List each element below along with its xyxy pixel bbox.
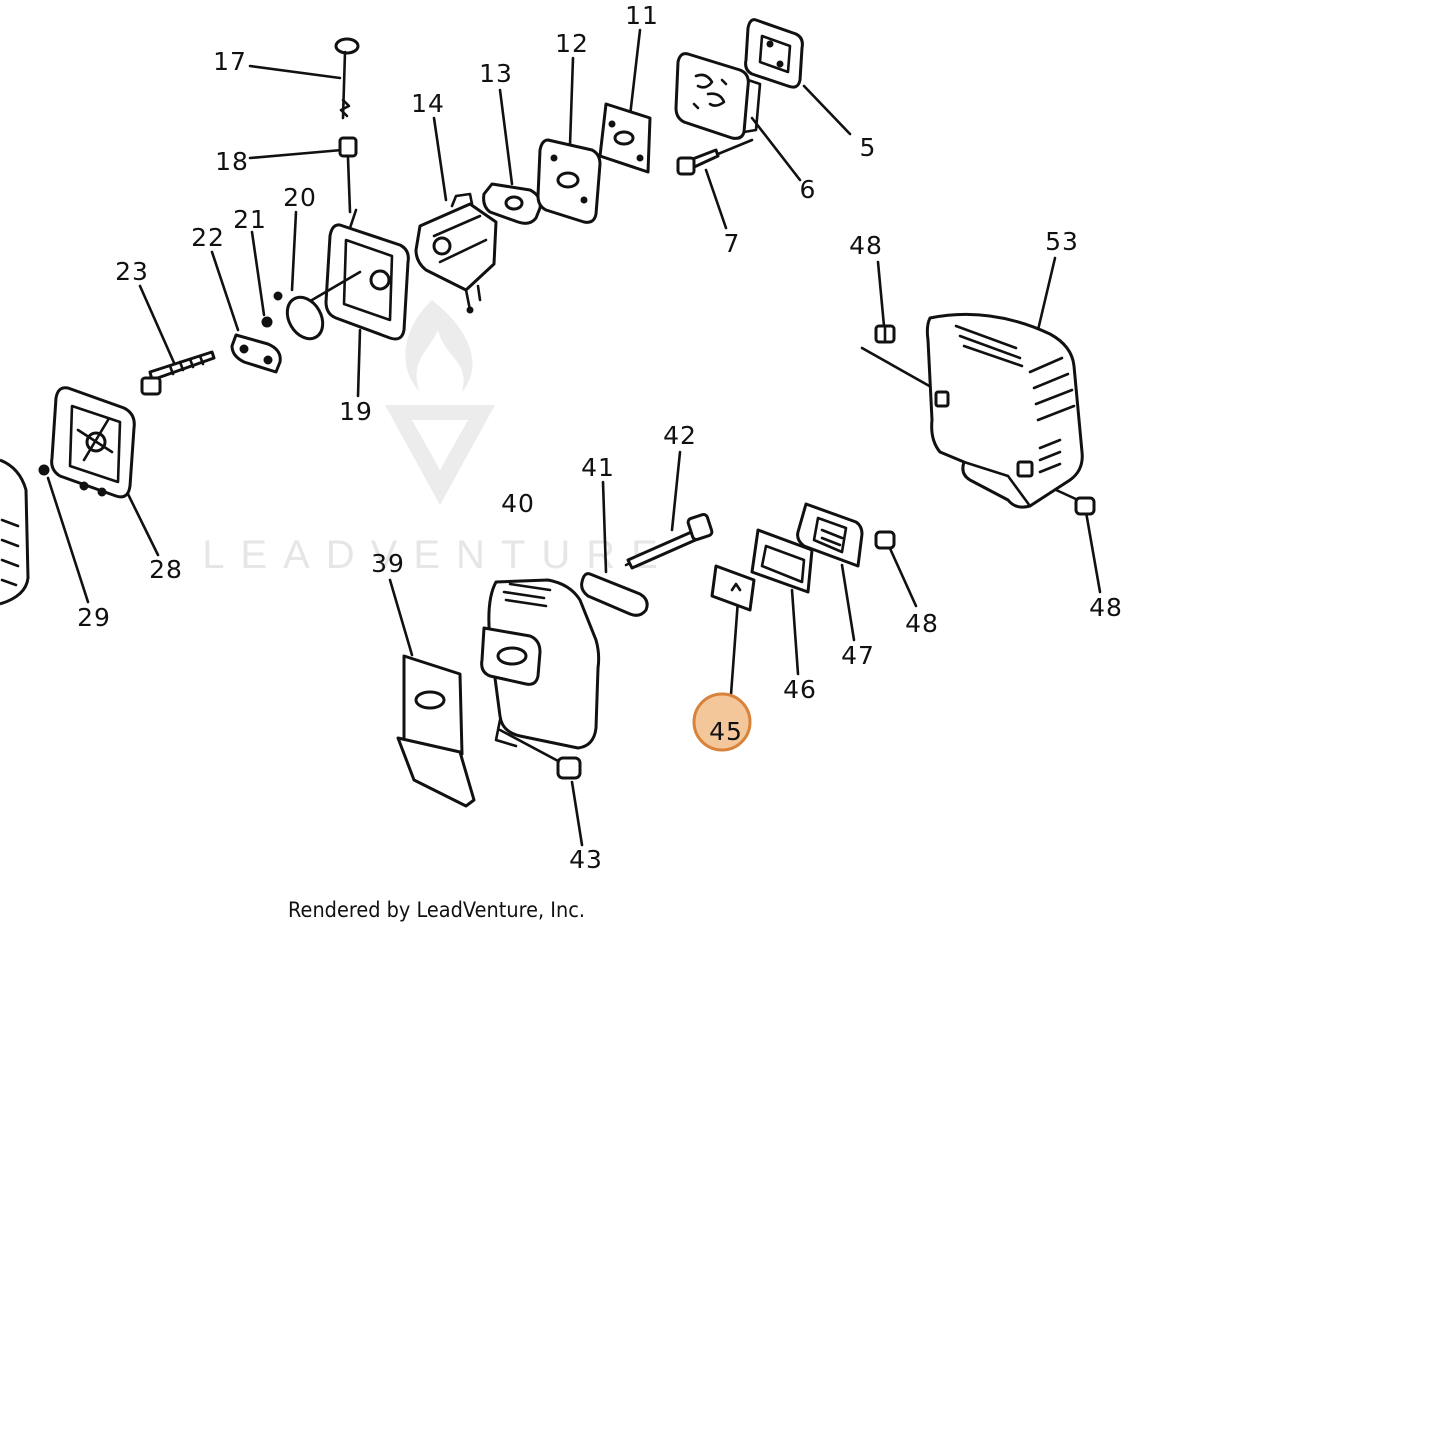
part-39-heat-shield (396, 654, 476, 808)
watermark-logo: LEADVENTURE (202, 300, 674, 577)
part-42-bolt (626, 512, 714, 570)
callout-5[interactable]: 5 (860, 133, 877, 162)
callout-20[interactable]: 20 (283, 183, 317, 212)
callout-7[interactable]: 7 (724, 229, 741, 258)
callout-48-mid[interactable]: 48 (905, 609, 939, 638)
callout-21[interactable]: 21 (233, 205, 267, 234)
callout-14[interactable]: 14 (411, 89, 445, 118)
highlight-marker (692, 692, 752, 752)
part-7-bolt (676, 138, 754, 176)
part-48-screw-right (1074, 496, 1096, 516)
callout-18[interactable]: 18 (215, 147, 249, 176)
part-18-grommet (338, 136, 358, 214)
callout-47[interactable]: 47 (841, 641, 875, 670)
part-13-gasket (482, 182, 542, 225)
part-48-screw-mid (874, 530, 896, 550)
part-6-spacer-block (674, 52, 762, 140)
callout-13[interactable]: 13 (479, 59, 513, 88)
rendered-by-credit: Rendered by LeadVenture, Inc. (288, 898, 585, 922)
part-28-cover (50, 386, 136, 499)
callout-23[interactable]: 23 (115, 257, 149, 286)
part-41-plate (580, 572, 649, 617)
callout-6[interactable]: 6 (800, 175, 817, 204)
part-17-choke-rod (334, 37, 360, 120)
part-47-spark-arrester (796, 502, 864, 568)
callout-22[interactable]: 22 (191, 223, 225, 252)
callout-11[interactable]: 11 (625, 1, 659, 30)
part-48-screw-top (874, 324, 896, 344)
partial-cover-left (0, 458, 30, 606)
callout-28[interactable]: 28 (149, 555, 183, 584)
part-29-pin (38, 464, 50, 476)
part-40-muffler (480, 578, 601, 750)
part-22-bracket (230, 333, 282, 374)
callout-45[interactable]: 45 (709, 717, 743, 746)
watermark-text: LEADVENTURE (202, 533, 674, 577)
callout-42[interactable]: 42 (663, 421, 697, 450)
part-43-bolt (556, 756, 582, 780)
part-11-gasket (598, 102, 652, 174)
part-53-cylinder-cover (925, 312, 1084, 509)
part-46-gasket (750, 528, 814, 594)
callout-46[interactable]: 46 (783, 675, 817, 704)
part-20-choke-plate (285, 270, 362, 341)
callout-12[interactable]: 12 (555, 29, 589, 58)
part-21-nut (261, 291, 283, 328)
part-5-gasket (744, 18, 804, 89)
callout-numbers: 17 18 14 13 12 11 5 6 7 20 21 22 23 19 2… (77, 1, 1123, 874)
part-19-air-cleaner-case (324, 208, 410, 341)
callout-48-right[interactable]: 48 (1089, 593, 1123, 622)
callout-29[interactable]: 29 (77, 603, 111, 632)
part-14-carburetor (414, 192, 498, 314)
callout-40[interactable]: 40 (501, 489, 535, 518)
part-45-gasket (710, 564, 756, 612)
callout-48-top[interactable]: 48 (849, 231, 883, 260)
callout-19[interactable]: 19 (339, 397, 373, 426)
callout-53[interactable]: 53 (1045, 227, 1079, 256)
part-23-bolt (140, 350, 216, 396)
part-12-insulator (536, 138, 602, 224)
callout-39[interactable]: 39 (371, 549, 405, 578)
callout-43[interactable]: 43 (569, 845, 603, 874)
callout-41[interactable]: 41 (581, 453, 615, 482)
callout-17[interactable]: 17 (213, 47, 247, 76)
